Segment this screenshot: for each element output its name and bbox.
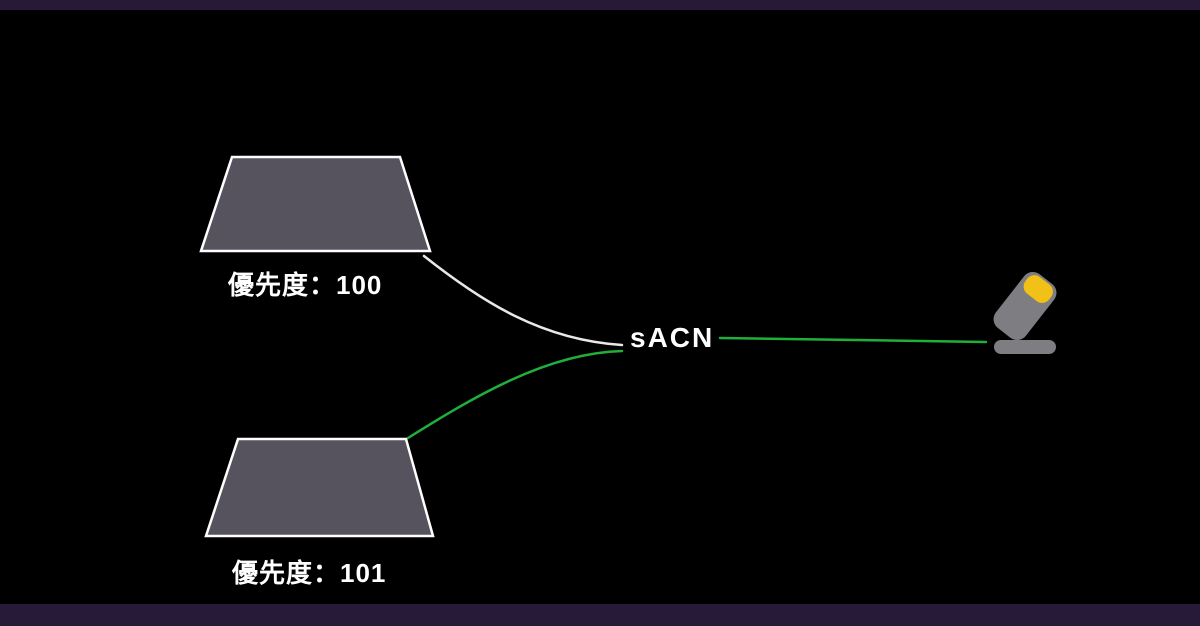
moving-head-light-icon	[993, 271, 1057, 354]
top-frame-bar	[0, 0, 1200, 10]
output-line-to-fixture	[718, 336, 988, 344]
protocol-label-sacn: sACN	[630, 322, 715, 353]
priority-label-100: 優先度：100	[228, 270, 383, 300]
fixture-base	[994, 340, 1056, 354]
console-trapezoid-bottom	[204, 437, 435, 538]
link-line-priority-101	[406, 349, 624, 440]
fixture-lens	[1023, 275, 1053, 303]
priority-label-101: 優先度：101	[232, 558, 387, 588]
link-line-priority-100	[422, 254, 624, 347]
fixture-head	[993, 271, 1057, 341]
console-trapezoid-top	[199, 155, 432, 253]
bottom-frame-bar	[0, 604, 1200, 626]
